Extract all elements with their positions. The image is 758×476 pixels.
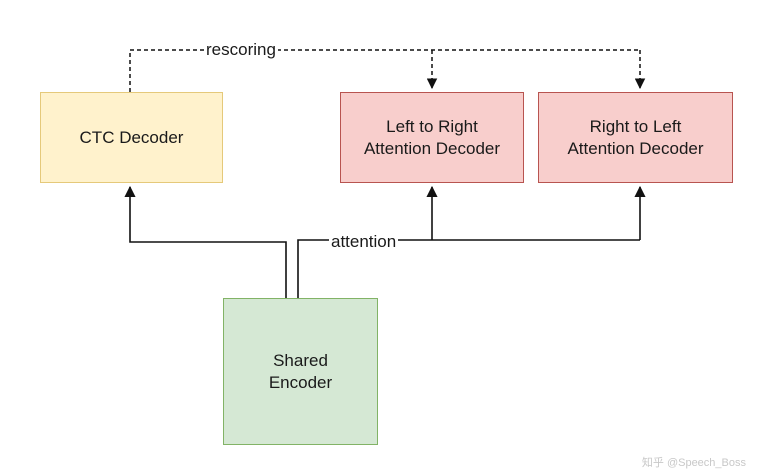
rescoring-edge-label: rescoring xyxy=(204,40,278,60)
ctc-decoder-label: CTC Decoder xyxy=(79,127,184,147)
right-to-left-attention-decoder-label: Right to Left Attention Decoder xyxy=(567,116,704,158)
rescoring-connector xyxy=(129,49,640,92)
encoder-to-ctc-connector xyxy=(124,185,287,298)
left-to-right-attention-decoder-label: Left to Right Attention Decoder xyxy=(363,116,501,158)
shared-encoder-label: Shared Encoder xyxy=(268,350,333,392)
ctc-decoder-node: CTC Decoder xyxy=(40,92,223,183)
left-to-right-attention-decoder-node: Left to Right Attention Decoder xyxy=(340,92,524,183)
attention-edge-label: attention xyxy=(329,232,399,252)
watermark-text: 知乎 @Speech_Boss xyxy=(641,457,746,469)
right-to-left-attention-decoder-node: Right to Left Attention Decoder xyxy=(538,92,733,183)
shared-encoder-node: Shared Encoder xyxy=(223,298,378,445)
encoder-attention-connector xyxy=(297,239,640,298)
